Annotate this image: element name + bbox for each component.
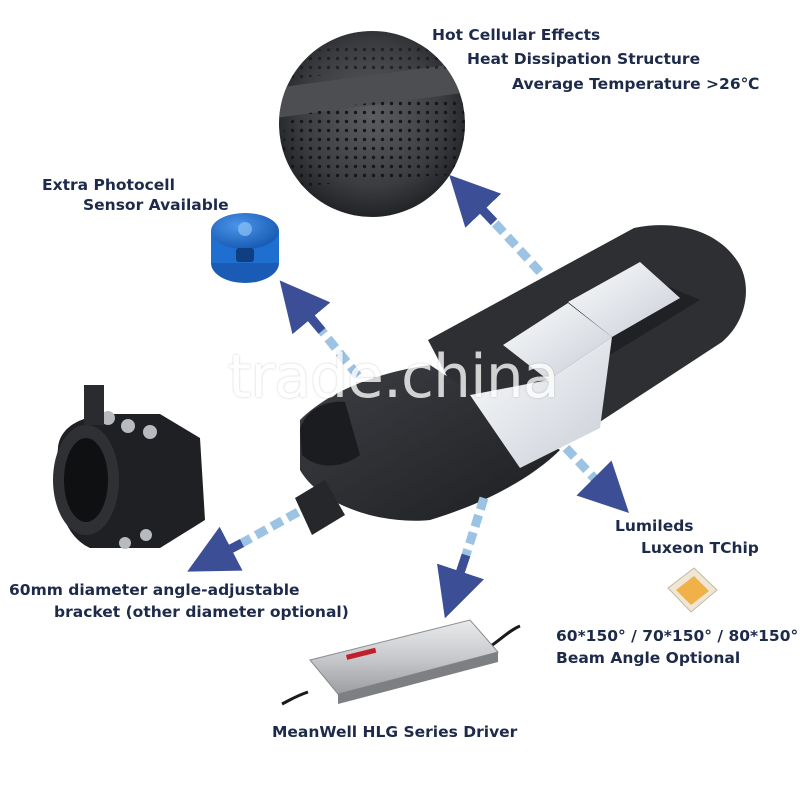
label-line: Beam Angle Optional [556,649,741,667]
label-line: 60*150° / 70*150° / 80*150° [556,627,799,645]
arrow-to-bracket [187,508,301,572]
label-line: Luxeon TChip [641,539,759,557]
arrow-to-heatsink [449,174,544,276]
bracket-closeup [53,385,206,549]
arrow-to-led-chip [562,444,630,514]
led-chip [667,567,718,613]
street-light-housing [295,225,746,535]
arrow-to-driver [437,496,489,619]
label-line: Lumileds [615,517,694,535]
label-line: bracket (other diameter optional) [54,603,349,621]
label-line: Extra Photocell [42,176,175,194]
label-line: Hot Cellular Effects [432,26,601,44]
label-line: Average Temperature >26℃ [512,75,760,93]
callout-arrows [187,174,630,619]
heatsink-closeup [279,31,465,217]
label-line: Sensor Available [83,196,229,214]
watermark-text: trade.china [228,342,560,412]
driver-unit [281,619,521,706]
arrow-to-photocell [279,280,362,379]
label-line: 60mm diameter angle-adjustable [9,581,300,599]
label-line: Heat Dissipation Structure [467,50,701,68]
photocell-sensor [211,213,279,283]
label-driver: MeanWell HLG Series Driver [272,723,518,741]
